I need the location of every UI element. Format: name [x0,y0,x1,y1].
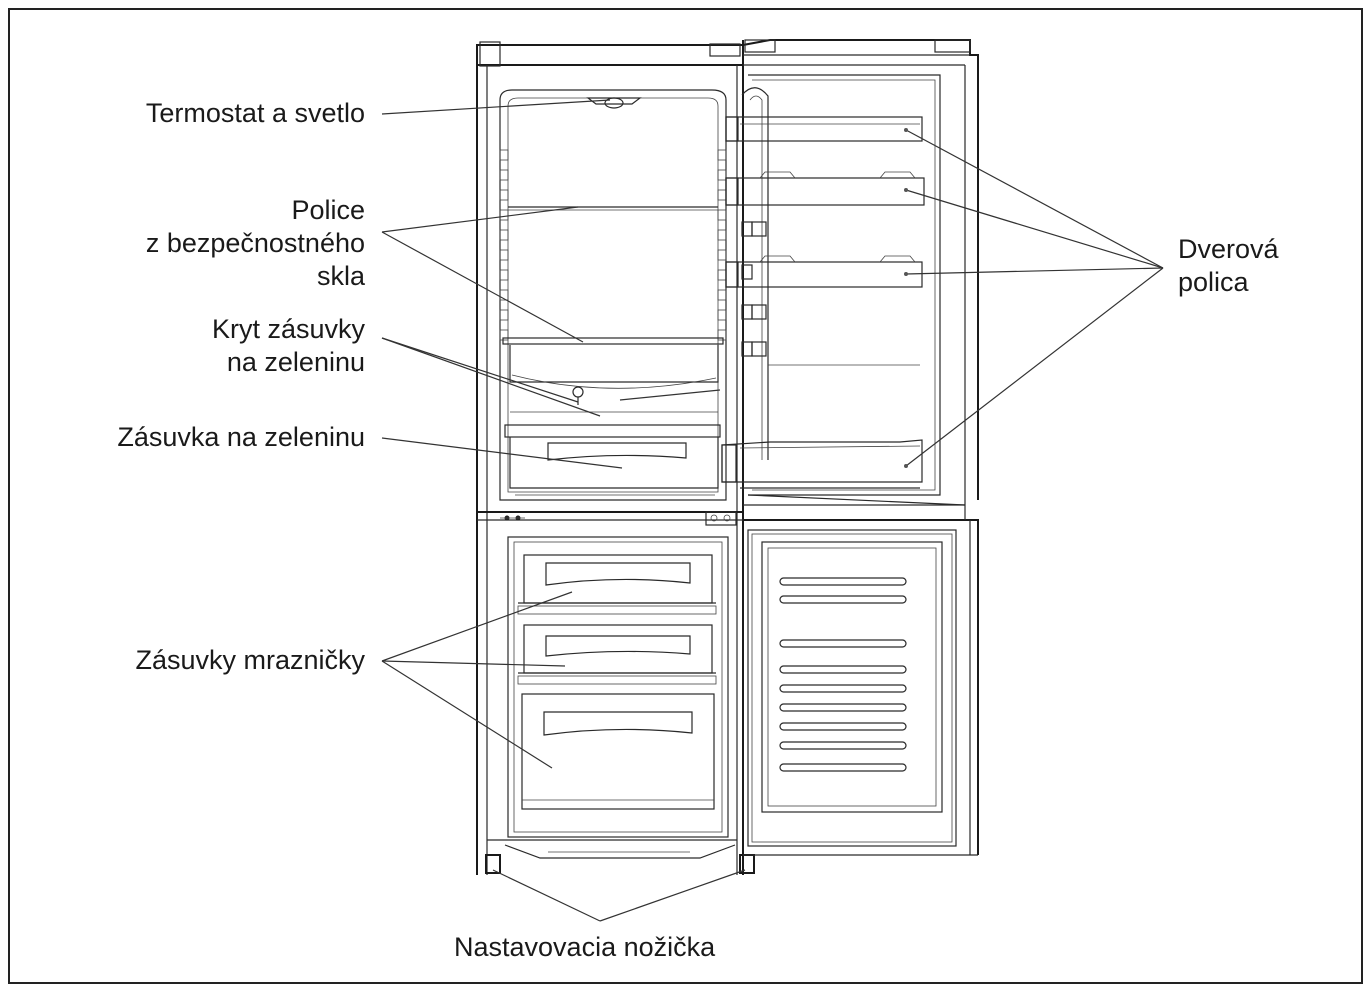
label-glass-shelves-line1: Police [291,195,365,225]
diagram-border [8,8,1363,984]
leader-freezer-1 [381,591,573,662]
leader-shelf-bottom [381,231,584,343]
label-crisper-cover-line1: Kryt zásuvky [211,314,365,344]
fridge-cabinet [476,40,755,875]
fridge-door [721,39,979,506]
leader-door-3 [905,267,1164,275]
leader-cover-2 [381,337,601,417]
label-glass-shelves: Police z bezpečnostného skla [146,194,365,293]
leader-cover-1 [381,337,579,403]
label-adjustable-foot: Nastavovacia nožička [454,932,716,962]
leader-door-4 [905,267,1164,467]
leader-freezer-3 [381,660,553,769]
leader-crisper [381,437,623,469]
leader-foot-right [599,869,746,922]
label-crisper-cover-line2: na zeleninu [226,347,365,377]
label-thermostat: Termostat a svetlo [145,98,365,128]
leader-lines [381,99,1164,922]
label-glass-shelves-line2: z bezpečnostného [145,228,365,258]
label-door-shelf-line1: Dverová [1178,234,1279,264]
label-crisper-cover: Kryt zásuvky na zeleninu [212,313,365,379]
leader-freezer-2 [381,660,566,667]
label-glass-shelves-line3: skla [316,261,365,291]
label-freezer-drawers: Zásuvky mrazničky [135,645,365,675]
label-crisper: Zásuvka na zeleninu [117,422,365,452]
label-door-shelf: Dverová polica [1178,233,1279,299]
leader-cover-3 [619,389,721,401]
leader-foot-left [492,869,601,922]
leader-shelf-top [381,206,579,233]
freezer-door [743,505,979,856]
leader-door-1 [905,129,1164,269]
leader-thermostat [381,99,611,115]
label-door-shelf-line2: polica [1178,267,1249,297]
leader-door-2 [905,189,1164,269]
